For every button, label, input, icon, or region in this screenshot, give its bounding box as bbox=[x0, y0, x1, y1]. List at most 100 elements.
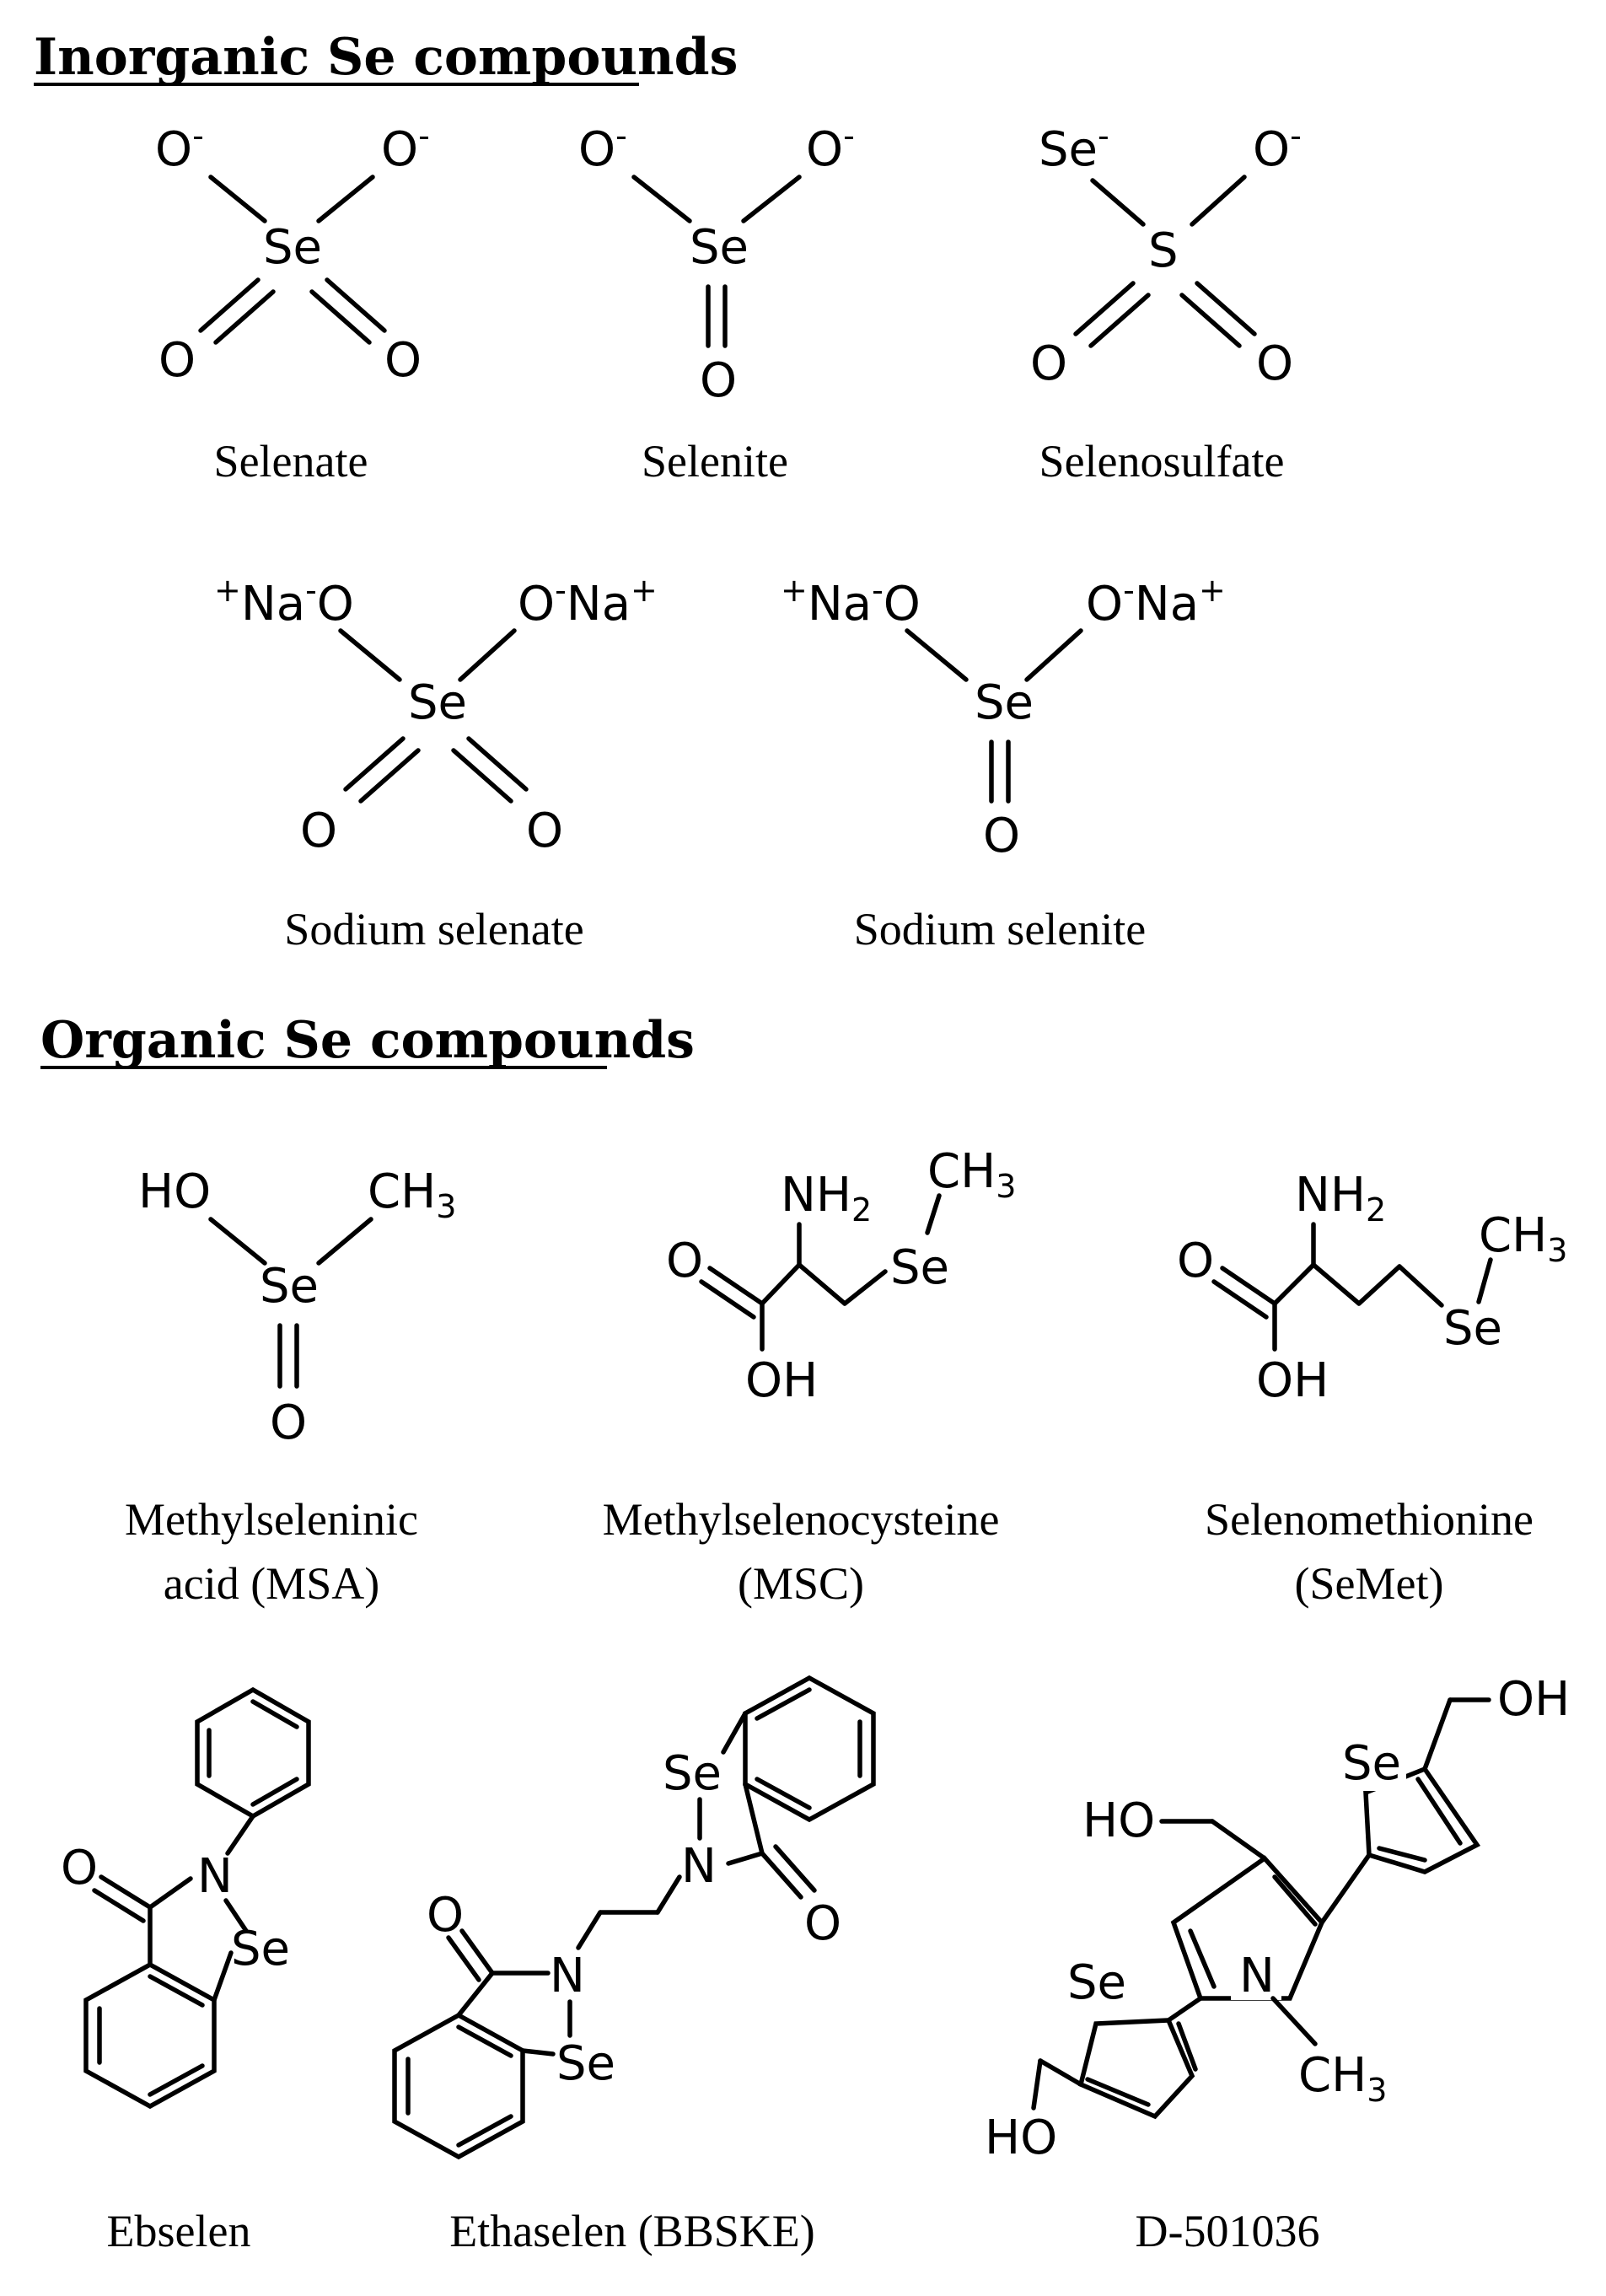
atom-o: O bbox=[804, 1896, 841, 1951]
single-bond bbox=[1272, 1262, 1316, 1306]
label-mask bbox=[1339, 1739, 1406, 1791]
atom-ho: HO bbox=[138, 1164, 211, 1219]
atom-se: Se bbox=[1342, 1736, 1401, 1791]
double-bond bbox=[451, 736, 529, 804]
single-bond bbox=[576, 1910, 603, 1950]
single-bond bbox=[1422, 1697, 1453, 1772]
aromatic-bond bbox=[250, 1777, 299, 1807]
single-bond bbox=[726, 1851, 765, 1866]
single-bond bbox=[223, 1898, 249, 1933]
aromatic-bond bbox=[1272, 1874, 1318, 1927]
aromatic-bond bbox=[148, 1974, 205, 2008]
aromatic-bond bbox=[1188, 1928, 1217, 1989]
selenophene-ring bbox=[1363, 1766, 1481, 1874]
single-bond bbox=[148, 1876, 193, 1910]
atom-nh2: NH2 bbox=[781, 1168, 872, 1229]
atom-o: O bbox=[158, 333, 196, 388]
single-bond bbox=[1031, 2058, 1043, 2110]
atom-se: Se bbox=[1443, 1301, 1502, 1356]
atom-o: O bbox=[300, 804, 337, 858]
aromatic-bond bbox=[1085, 2077, 1151, 2107]
atom-nh2: NH2 bbox=[1295, 1168, 1386, 1229]
aromatic-bond bbox=[755, 1687, 812, 1721]
atom-o: O bbox=[61, 1841, 98, 1895]
single-bond bbox=[760, 1262, 802, 1306]
single-bond bbox=[925, 1193, 942, 1235]
double-bond bbox=[699, 1266, 765, 1320]
structure-ebselen: N Se O bbox=[61, 1686, 311, 2110]
structure-semet: NH2 CH3 Se O OH bbox=[1177, 1168, 1567, 1408]
structure-msc: NH2 CH3 Se O OH bbox=[666, 1144, 1016, 1408]
atom-se: Se bbox=[975, 675, 1034, 730]
atom-n: N bbox=[681, 1839, 717, 1894]
single-bond bbox=[520, 2048, 556, 2057]
atom-oh: OH bbox=[1497, 1672, 1570, 1727]
single-bond bbox=[1356, 1264, 1402, 1306]
atom-se: Se bbox=[556, 2036, 615, 2091]
single-bond bbox=[1319, 1852, 1372, 1925]
structure-selenosulfate: Se- O- S O O bbox=[1030, 117, 1302, 391]
selenophene-ring bbox=[1077, 2018, 1195, 2120]
atom-se: Se bbox=[663, 1746, 722, 1801]
atom-se: Se bbox=[260, 1259, 319, 1314]
single-bond bbox=[212, 1950, 234, 2003]
double-bond bbox=[1211, 1266, 1277, 1320]
aromatic-bond bbox=[1415, 1777, 1463, 1846]
atom-o: O bbox=[700, 353, 737, 408]
single-bond bbox=[842, 1269, 888, 1306]
aromatic-bond bbox=[1176, 2021, 1198, 2072]
aromatic-bond bbox=[456, 2024, 513, 2058]
single-bond bbox=[316, 1217, 373, 1266]
single-bond bbox=[225, 1814, 255, 1856]
phenyl-ring bbox=[195, 1686, 311, 1820]
atom-o: O- bbox=[381, 117, 430, 177]
double-bond bbox=[446, 1928, 495, 1982]
aromatic-bond bbox=[456, 2114, 513, 2148]
compound-name-d501036: D-501036 bbox=[1136, 2206, 1320, 2256]
atom-o: O bbox=[1030, 336, 1067, 391]
organic-heading: Organic Se compounds bbox=[40, 1011, 695, 1070]
single-bond bbox=[721, 1711, 748, 1755]
single-bond bbox=[1476, 1257, 1493, 1304]
compound-name-ebselen: Ebselen bbox=[107, 2206, 251, 2256]
single-bond bbox=[797, 1262, 847, 1306]
compound-name-msa-line1: Methylseleninic bbox=[125, 1494, 418, 1545]
aromatic-bond bbox=[1377, 1846, 1427, 1863]
atom-o: O- bbox=[806, 117, 855, 177]
atom-o: O bbox=[384, 333, 422, 388]
aromatic-bond bbox=[250, 1699, 299, 1729]
atom-se: Se bbox=[231, 1922, 290, 1976]
compound-name-selenosulfate: Selenosulfate bbox=[1039, 436, 1285, 487]
aromatic-bond bbox=[755, 1777, 812, 1810]
atom-sodium-oxide: +Na-O bbox=[214, 572, 354, 632]
atom-s: S bbox=[1148, 223, 1179, 278]
atom-se: Se bbox=[263, 220, 322, 275]
single-bond bbox=[1090, 178, 1146, 227]
double-bond bbox=[1179, 281, 1257, 348]
single-bond bbox=[1397, 1264, 1444, 1308]
single-bond bbox=[1166, 1996, 1203, 2023]
atom-se: Se- bbox=[1039, 117, 1109, 177]
atom-o: O bbox=[427, 1888, 464, 1943]
single-bond bbox=[655, 1874, 682, 1915]
single-bond bbox=[1270, 1996, 1318, 2046]
atom-se: Se bbox=[890, 1240, 949, 1295]
double-bond bbox=[1073, 281, 1151, 348]
atom-o: O bbox=[270, 1395, 307, 1450]
atom-oh: OH bbox=[745, 1353, 818, 1408]
single-bond bbox=[316, 175, 375, 223]
label-mask bbox=[1231, 1953, 1281, 2000]
atom-n: N bbox=[550, 1949, 585, 2003]
atom-se: Se bbox=[408, 675, 467, 730]
atom-ho: HO bbox=[985, 2110, 1057, 2165]
structure-sodium-selenite: +Na-O O-Na+ Se O bbox=[781, 572, 1226, 863]
single-bond bbox=[1024, 628, 1083, 682]
atom-se: Se bbox=[1067, 1955, 1126, 2010]
compound-name-ethaselen: Ethaselen (BBSKE) bbox=[449, 2206, 814, 2256]
atom-sodium-oxide: +Na-O bbox=[781, 572, 921, 632]
single-bond bbox=[208, 175, 267, 223]
atom-o: O- bbox=[578, 117, 627, 177]
single-bond bbox=[1038, 2058, 1083, 2087]
atom-o: O- bbox=[155, 117, 204, 177]
